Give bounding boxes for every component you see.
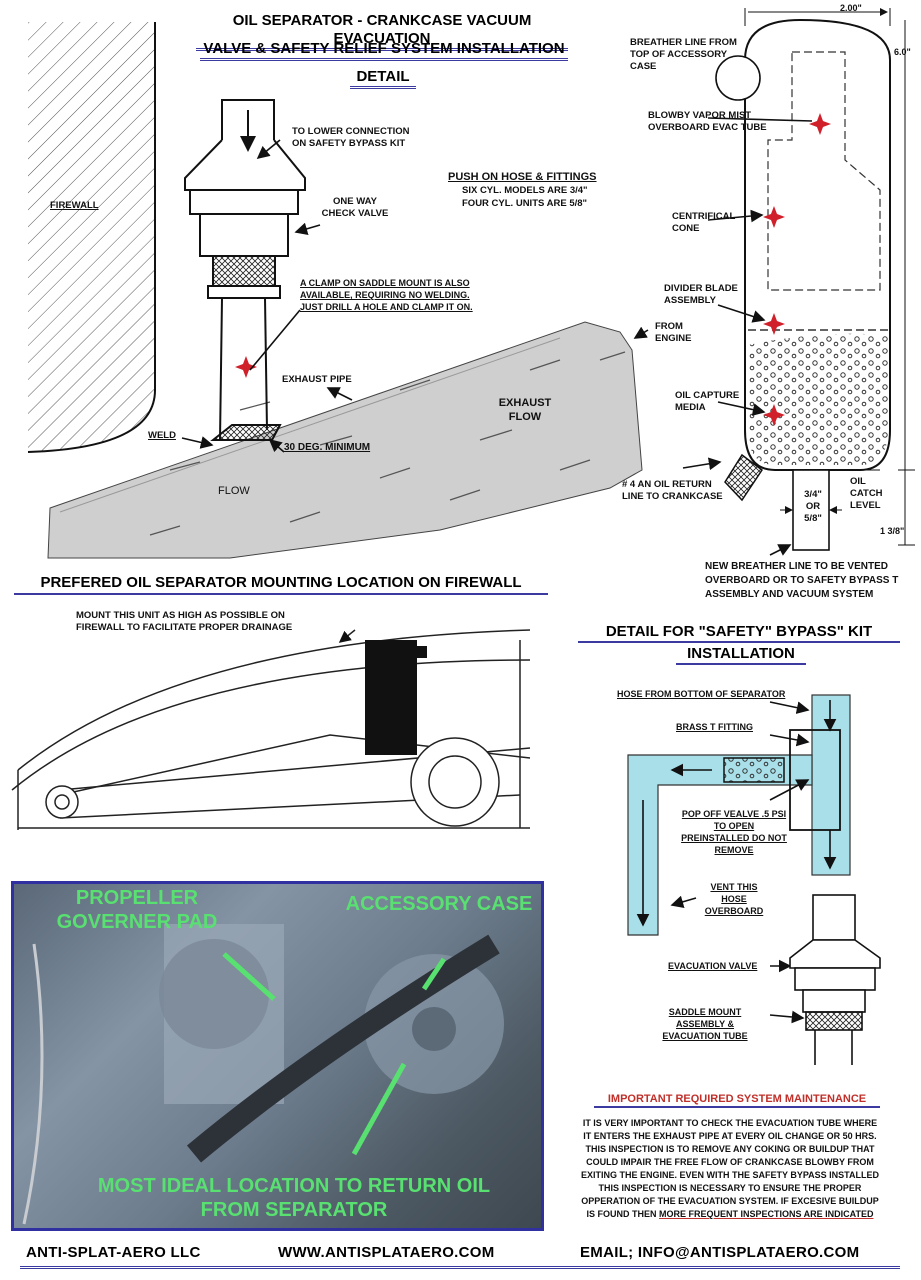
push-on-title: PUSH ON HOSE & FITTINGS	[448, 171, 597, 183]
oil-capture-media-label: OIL CAPTURE MEDIA	[675, 390, 740, 413]
maintenance-line: IT IS VERY IMPORTANT TO CHECK THE EVACUA…	[582, 1118, 878, 1128]
maintenance-line: THIS INSPECTION IS NECESSARY TO ENSURE T…	[598, 1183, 862, 1193]
maintenance-title: IMPORTANT REQUIRED SYSTEM MAINTENANCE	[594, 1092, 880, 1108]
check-valve-drawing	[184, 99, 306, 441]
hose-from-label: HOSE FROM BOTTOM OF SEPARATOR	[617, 689, 786, 699]
new-breather-label: NEW BREATHER LINE TO BE VENTED OVERBOARD…	[705, 561, 899, 600]
vent-hose-label: VENT THIS HOSE OVERBOARD	[704, 882, 764, 916]
breather-line-label: BREATHER LINE FROM TOP OF ACCESSORY CASE	[630, 37, 737, 72]
weld-label: WELD	[148, 430, 176, 441]
separator-drawing	[715, 8, 915, 551]
to-lower-connection-label: TO LOWER CONNECTION ON SAFETY BYPASS KIT	[292, 126, 410, 149]
bypass-title-line1: DETAIL FOR "SAFETY" BYPASS" KIT	[578, 623, 900, 643]
from-engine-label: FROM ENGINE	[655, 321, 692, 344]
exhaust-pipe-label: EXHAUST PIPE	[282, 374, 352, 385]
blowby-vapor-label: BLOWBY VAPOR MIST OVERBOARD EVAC TUBE	[648, 110, 767, 133]
footer-website[interactable]: WWW.ANTISPLATAERO.COM	[278, 1244, 495, 1261]
footer-rule	[20, 1266, 900, 1269]
maintenance-last-prefix: IS FOUND THEN	[586, 1209, 659, 1219]
tube-size-label: 3/4" OR 5/8"	[804, 489, 822, 524]
firewall-label: FIREWALL	[50, 200, 99, 211]
pop-off-label: POP OFF VEALVE .5 PSI TO OPEN PREINSTALL…	[681, 809, 787, 855]
photo-accessory-label: ACCESSORY CASE	[345, 893, 533, 915]
maintenance-last-line: IS FOUND THEN MORE FREQUENT INSPECTIONS …	[560, 1208, 900, 1221]
footer-company: ANTI-SPLAT-AERO LLC	[26, 1244, 201, 1261]
maintenance-line: COULD IMPAIR THE FREE FLOW OF CRANKCASE …	[586, 1157, 874, 1167]
flow-label: FLOW	[218, 485, 250, 497]
maintenance-last-emphasis: MORE FREQUENT INSPECTIONS ARE INDICATED	[659, 1209, 874, 1219]
dim-width-label: 2.00"	[840, 3, 862, 13]
red-markers	[235, 113, 831, 426]
maintenance-line: OPPERATION OF THE EVACUATION SYSTEM. IF …	[581, 1196, 879, 1206]
brass-t-label: BRASS T FITTING	[676, 722, 753, 732]
push-on-six: SIX CYL. MODELS ARE 3/4"	[462, 185, 588, 196]
main-title-line1: OIL SEPARATOR - CRANKCASE VACUUM EVACUAT…	[196, 12, 568, 51]
maintenance-body: IT IS VERY IMPORTANT TO CHECK THE EVACUA…	[560, 1117, 900, 1221]
exhaust-pipe-drawing	[47, 321, 643, 559]
bypass-title-line2: INSTALLATION	[676, 645, 806, 665]
push-on-four: FOUR CYL. UNITS ARE 5/8"	[462, 198, 588, 209]
engine-photo-shapes	[22, 924, 504, 1225]
callout-arrows	[181, 117, 813, 556]
engine-photo: PROPELLER GOVERNER PAD ACCESSORY CASE MO…	[11, 881, 544, 1231]
mount-note: MOUNT THIS UNIT AS HIGH AS POSSIBLE ON F…	[76, 610, 293, 633]
exhaust-flow-label: EXHAUST FLOW	[498, 397, 552, 423]
clamp-note: A CLAMP ON SADDLE MOUNT IS ALSO AVAILABL…	[300, 278, 473, 312]
saddle-mount-label: SADDLE MOUNT ASSEMBLY & EVACUATION TUBE	[662, 1007, 748, 1041]
photo-ideal-label: MOST IDEAL LOCATION TO RETURN OIL FROM S…	[97, 1175, 491, 1221]
maintenance-line: EXITING THE ENGINE. EVEN WITH THE SAFETY…	[580, 1170, 880, 1180]
firewall-hatch	[27, 22, 156, 453]
mount-title: PREFERED OIL SEPARATOR MOUNTING LOCATION…	[14, 573, 548, 595]
one-way-check-valve-label: ONE WAY CHECK VALVE	[321, 196, 389, 219]
firewall-mount-sketch	[11, 629, 531, 830]
photo-governor-label: PROPELLER GOVERNER PAD	[56, 887, 218, 933]
centrifical-cone-label: CENTRIFICAL CONE	[672, 211, 736, 234]
maintenance-line: IT ENTERS THE EXHAUST PIPE AT EVERY OIL …	[583, 1131, 877, 1141]
oil-return-line-label: # 4 AN OIL RETURN LINE TO CRANKCASE	[622, 479, 723, 502]
dim-bottom-label: 1 3/8"	[880, 526, 905, 536]
bypass-diagram	[627, 694, 881, 1065]
oil-catch-level-label: OIL CATCH LEVEL	[850, 476, 883, 511]
divider-blade-label: DIVIDER BLADE ASSEMBLY	[664, 283, 738, 306]
dim-height-label: 6.0"	[894, 47, 911, 57]
thirty-degree-label: 30 DEG. MINIMUM	[284, 442, 371, 453]
evacuation-valve-label: EVACUATION VALVE	[668, 961, 758, 971]
main-title-line2: VALVE & SAFETY RELIEF SYSTEM INSTALLATIO…	[200, 40, 568, 61]
maintenance-line: THIS INSPECTION IS TO REMOVE ANY COKING …	[585, 1144, 875, 1154]
footer-email[interactable]: EMAIL; INFO@ANTISPLATAERO.COM	[580, 1244, 860, 1261]
main-title-line3: DETAIL	[350, 68, 416, 89]
